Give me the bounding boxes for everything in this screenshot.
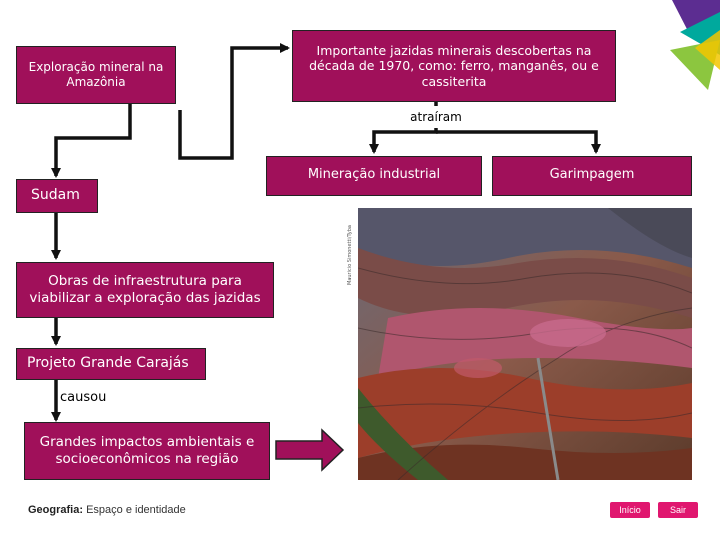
node-carajas: Projeto Grande Carajás	[16, 348, 206, 380]
mine-photo-graphic	[358, 208, 692, 480]
footer: Geografia: Espaço e identidade	[28, 504, 186, 516]
arrow-to-jazidas	[178, 43, 290, 160]
label-causou: causou	[60, 390, 107, 405]
node-sudam-text: Sudam	[31, 187, 80, 204]
big-arrow	[275, 428, 345, 472]
publisher-logo	[670, 0, 720, 90]
arrow-to-mineracao	[369, 128, 438, 154]
node-atrairam: atraíram	[403, 106, 469, 128]
node-obras-text: Obras de infraestrutura para viabilizar …	[29, 273, 261, 306]
node-mineracao: Mineração industrial	[266, 156, 482, 196]
photo-credit: Mauricio Simonetti/Tyba	[344, 208, 356, 288]
node-jazidas: Importante jazidas minerais descobertas …	[292, 30, 616, 102]
node-impactos-text: Grandes impactos ambientais e socioeconô…	[39, 434, 255, 467]
node-exploracao: Exploração mineral na Amazônia	[16, 46, 176, 104]
node-sudam: Sudam	[16, 179, 98, 213]
mine-photo	[358, 208, 692, 480]
footer-subject: Geografia:	[28, 504, 84, 516]
node-obras: Obras de infraestrutura para viabilizar …	[16, 262, 274, 318]
node-garimpagem: Garimpagem	[492, 156, 692, 196]
node-mineracao-text: Mineração industrial	[307, 167, 441, 182]
node-exploracao-text: Exploração mineral na Amazônia	[28, 60, 164, 89]
inicio-button[interactable]: Início	[610, 502, 650, 518]
node-impactos: Grandes impactos ambientais e socioeconô…	[24, 422, 270, 480]
node-atrairam-text: atraíram	[410, 109, 462, 124]
sair-button[interactable]: Sair	[658, 502, 698, 518]
photo-credit-text: Mauricio Simonetti/Tyba	[347, 225, 353, 285]
arrow-to-sudam	[51, 104, 132, 178]
node-garimpagem-text: Garimpagem	[549, 167, 635, 182]
arrow-to-garimpagem	[436, 130, 601, 154]
node-jazidas-text: Importante jazidas minerais descobertas …	[309, 42, 599, 89]
node-carajas-text: Projeto Grande Carajás	[27, 355, 189, 372]
footer-title: Espaço e identidade	[86, 504, 186, 516]
